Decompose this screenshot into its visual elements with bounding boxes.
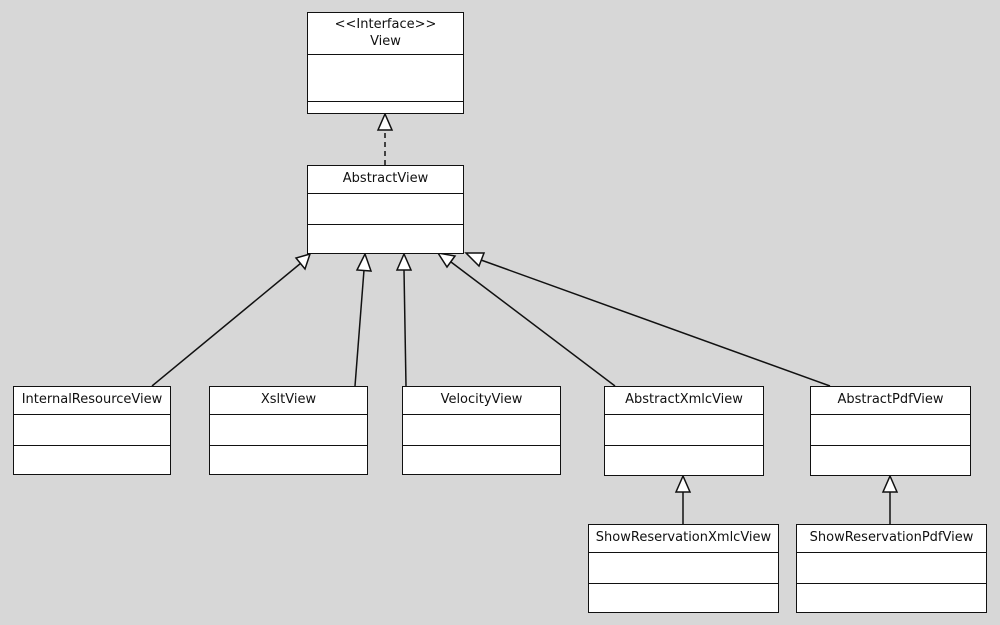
attributes-compartment: [589, 553, 778, 584]
class-box-showreservationpdfview: ShowReservationPdfView: [796, 524, 987, 613]
class-box-abstractview: AbstractView: [307, 165, 464, 254]
generalization-line-velocityview: [403, 269, 407, 387]
attributes-compartment: [308, 194, 463, 225]
attributes-compartment: [403, 415, 560, 446]
class-name-abstractxmlcview: AbstractXmlcView: [605, 387, 763, 415]
class-name-abstractpdfview: AbstractPdfView: [811, 387, 970, 415]
hollow-arrowhead-view: [376, 112, 394, 131]
generalization-line-abstractpdfview: [480, 259, 831, 387]
hollow-arrowhead-showreservationxmlcview: [674, 474, 692, 493]
class-box-abstractpdfview: AbstractPdfView: [810, 386, 971, 476]
class-name-showreservationpdfview: ShowReservationPdfView: [797, 525, 986, 553]
operations-compartment: [308, 102, 463, 113]
hollow-arrowhead-velocityview: [395, 252, 413, 271]
operations-compartment: [811, 446, 970, 475]
class-name-abstractview: AbstractView: [308, 166, 463, 194]
generalization-line-xsltview: [354, 269, 365, 387]
class-name-xsltview: XsltView: [210, 387, 367, 415]
operations-compartment: [605, 446, 763, 475]
hollow-arrowhead-abstractpdfview: [464, 252, 486, 268]
attributes-compartment: [308, 55, 463, 102]
class-box-abstractxmlcview: AbstractXmlcView: [604, 386, 764, 476]
class-name-showreservationxmlcview: ShowReservationXmlcView: [589, 525, 778, 553]
class-name-label: View: [370, 34, 401, 49]
operations-compartment: [797, 584, 986, 612]
class-name-internalresourceview: InternalResourceView: [14, 387, 170, 415]
generalization-line-abstractxmlcview: [450, 261, 616, 387]
operations-compartment: [589, 584, 778, 612]
generalization-line-internalresourceview: [151, 262, 302, 387]
attributes-compartment: [14, 415, 170, 446]
stereotype-label: <<Interface>>: [334, 17, 437, 32]
class-box-view: <<Interface>> View: [307, 12, 464, 114]
hollow-arrowhead-internalresourceview: [294, 252, 312, 271]
hollow-arrowhead-abstractxmlcview: [436, 251, 457, 269]
operations-compartment: [14, 446, 170, 474]
attributes-compartment: [210, 415, 367, 446]
attributes-compartment: [797, 553, 986, 584]
attributes-compartment: [811, 415, 970, 446]
operations-compartment: [308, 225, 463, 253]
operations-compartment: [403, 446, 560, 474]
class-name-velocityview: VelocityView: [403, 387, 560, 415]
hollow-arrowhead-showreservationpdfview: [881, 474, 899, 493]
class-box-velocityview: VelocityView: [402, 386, 561, 475]
attributes-compartment: [605, 415, 763, 446]
class-name-view: <<Interface>> View: [308, 13, 463, 55]
class-box-showreservationxmlcview: ShowReservationXmlcView: [588, 524, 779, 613]
class-box-internalresourceview: InternalResourceView: [13, 386, 171, 475]
operations-compartment: [210, 446, 367, 474]
hollow-arrowhead-xsltview: [355, 252, 373, 272]
class-box-xsltview: XsltView: [209, 386, 368, 475]
